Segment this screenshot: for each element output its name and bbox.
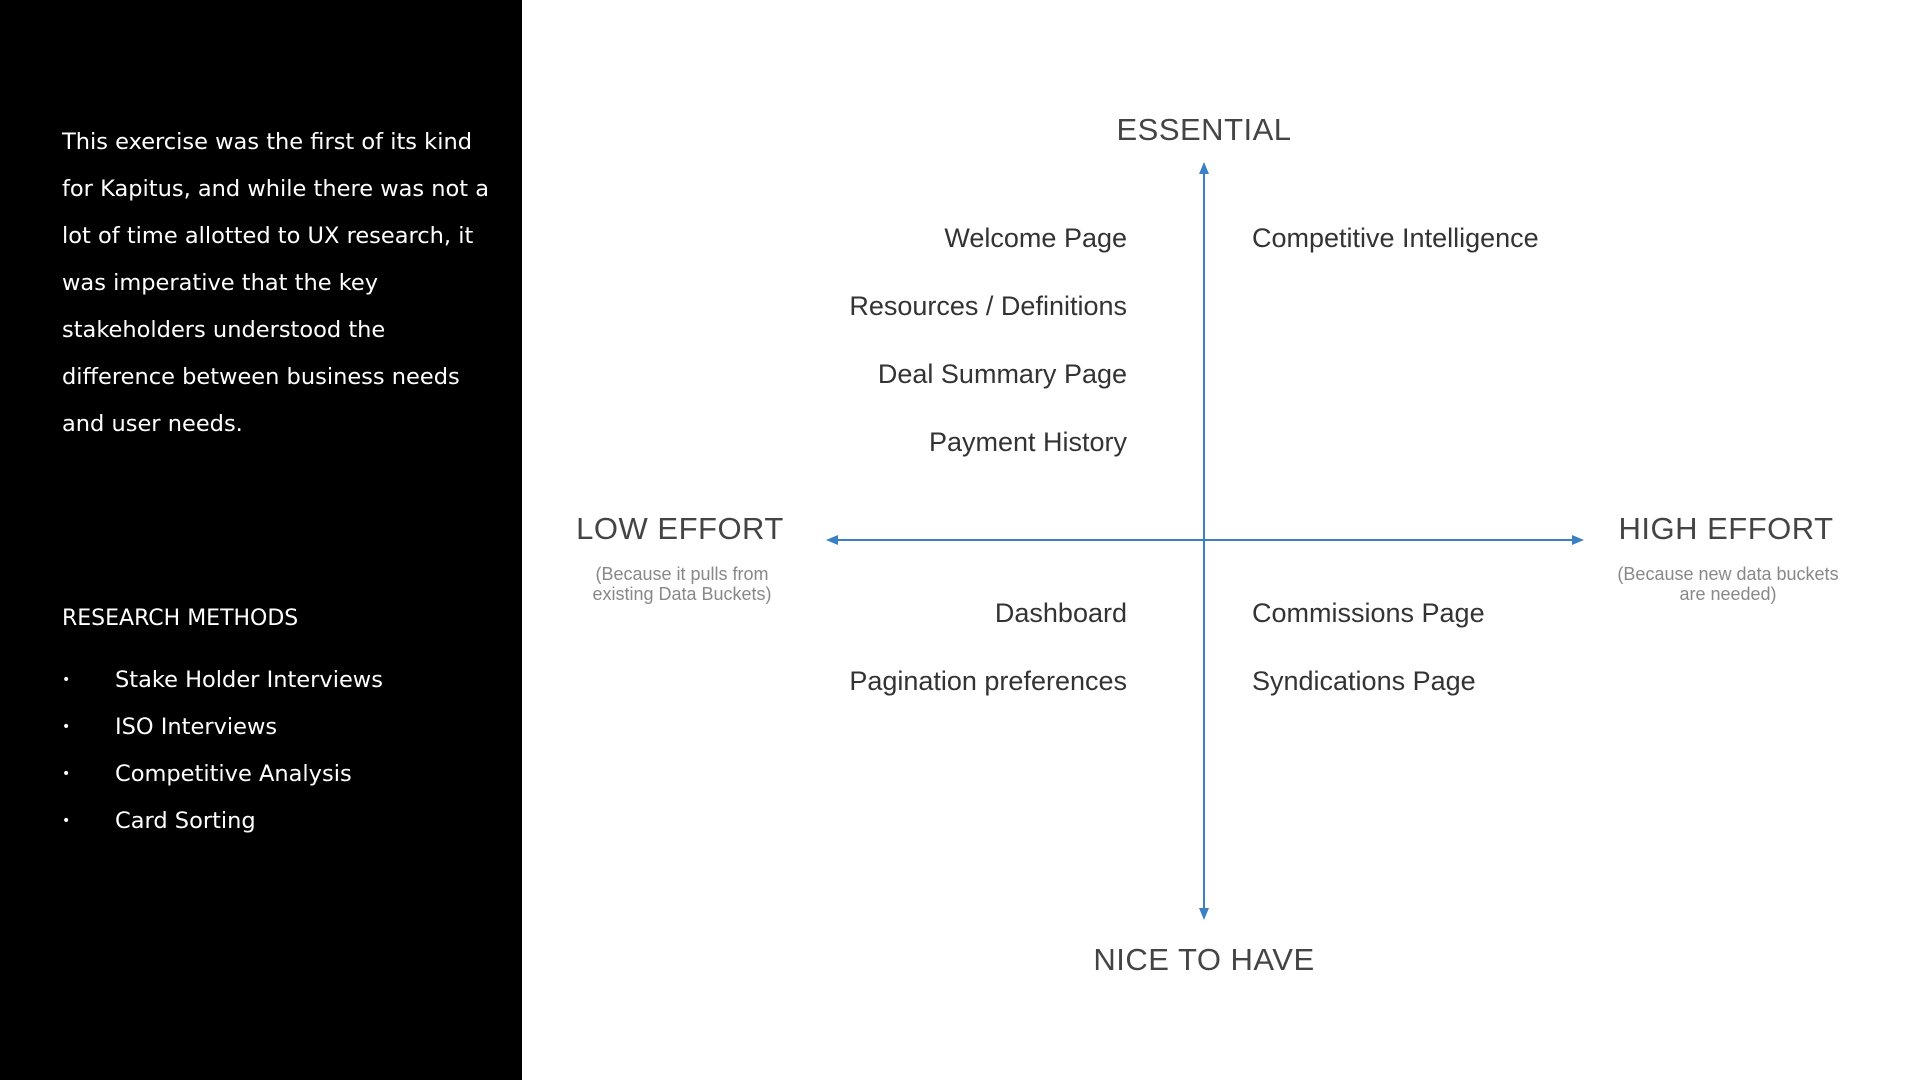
matrix-item: Syndications Page xyxy=(1252,666,1476,696)
essential-label: ESSENTIAL xyxy=(1116,112,1292,147)
nice-to-have-label: NICE TO HAVE xyxy=(1093,942,1315,977)
list-item: •Stake Holder Interviews xyxy=(62,657,383,704)
matrix-item: Deal Summary Page xyxy=(877,359,1127,389)
high-effort-label: HIGH EFFORT xyxy=(1618,511,1834,546)
list-item: •Competitive Analysis xyxy=(62,751,383,798)
matrix-item: Pagination preferences xyxy=(849,666,1127,696)
list-item: •ISO Interviews xyxy=(62,704,383,751)
matrix-item: Dashboard xyxy=(994,598,1127,628)
list-item: •Card Sorting xyxy=(62,798,383,845)
arrow-up-icon xyxy=(1199,162,1209,174)
matrix-item: Competitive Intelligence xyxy=(1252,223,1539,253)
bullet-icon: • xyxy=(62,766,71,782)
arrow-left-icon xyxy=(826,535,838,545)
low-effort-label: LOW EFFORT xyxy=(576,511,784,546)
intro-paragraph: This exercise was the first of its kind … xyxy=(62,129,490,437)
matrix-item: Payment History xyxy=(928,427,1127,457)
bullet-icon: • xyxy=(62,813,71,829)
bullet-icon: • xyxy=(62,719,71,735)
matrix-item: Welcome Page xyxy=(944,223,1127,253)
sidebar-panel: This exercise was the first of its kind … xyxy=(0,0,522,1080)
arrow-down-icon xyxy=(1199,908,1209,920)
research-methods-title: RESEARCH METHODS xyxy=(62,606,299,631)
arrow-right-icon xyxy=(1572,535,1584,545)
matrix-item: Resources / Definitions xyxy=(849,291,1127,321)
research-methods-list: •Stake Holder Interviews •ISO Interviews… xyxy=(62,657,383,845)
bullet-icon: • xyxy=(62,672,71,688)
matrix-item: Commissions Page xyxy=(1252,598,1485,628)
